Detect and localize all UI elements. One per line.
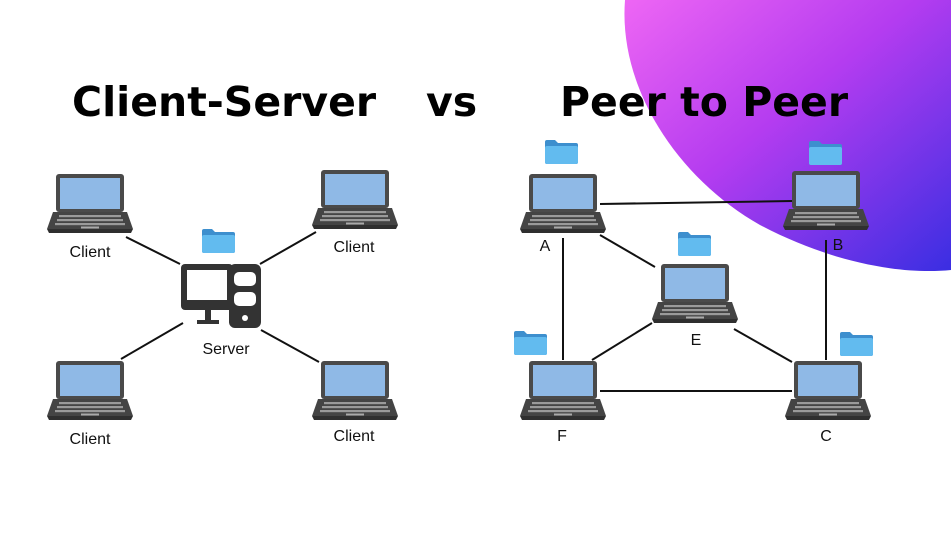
client-label-bottom-right: Client: [334, 428, 375, 445]
client-laptop-top-right: [312, 170, 398, 229]
decorative-blob: [624, 0, 951, 272]
peer-label-b: B: [833, 237, 844, 254]
link-a-b: [599, 200, 793, 205]
client-laptop-bottom-right: [312, 361, 398, 420]
client-server-links: [120, 231, 320, 363]
folder-icon-e: [678, 232, 711, 256]
link-server-client-bottom-left: [120, 322, 184, 360]
link-server-client-bottom-right: [260, 329, 320, 363]
server-folder-icon: [202, 229, 235, 253]
folder-icon-b: [809, 141, 842, 165]
client-label-top-right: Client: [334, 239, 375, 256]
folder-icon-c: [840, 332, 873, 356]
server-icon: [181, 264, 261, 328]
link-server-client-top-left: [125, 236, 181, 265]
peer-laptop-f: [520, 361, 606, 420]
client-laptop-bottom-left: [47, 361, 133, 420]
link-a-e: [599, 234, 656, 268]
peer-label-c: C: [820, 428, 832, 445]
client-laptop-top-left: [47, 174, 133, 233]
folder-icon-a: [545, 140, 578, 164]
peer-laptop-a: [520, 174, 606, 233]
server-label: Server: [202, 341, 250, 358]
peer-links: [562, 200, 827, 392]
client-label-bottom-left: Client: [70, 431, 111, 448]
client-label-top-left: Client: [70, 244, 111, 261]
link-e-c: [733, 328, 793, 363]
folder-icon-f: [514, 331, 547, 355]
title-peer-to-peer: Peer to Peer: [560, 78, 849, 126]
peer-laptop-b: [783, 171, 869, 230]
title-vs: vs: [426, 78, 477, 126]
title-client-server: Client-Server: [72, 78, 377, 126]
peer-label-e: E: [691, 332, 702, 349]
link-e-f: [591, 322, 653, 361]
peer-label-a: A: [540, 238, 551, 255]
peer-laptop-e: [652, 264, 738, 323]
peer-laptop-c: [785, 361, 871, 420]
link-server-client-top-right: [259, 231, 317, 265]
peer-label-f: F: [557, 428, 567, 445]
